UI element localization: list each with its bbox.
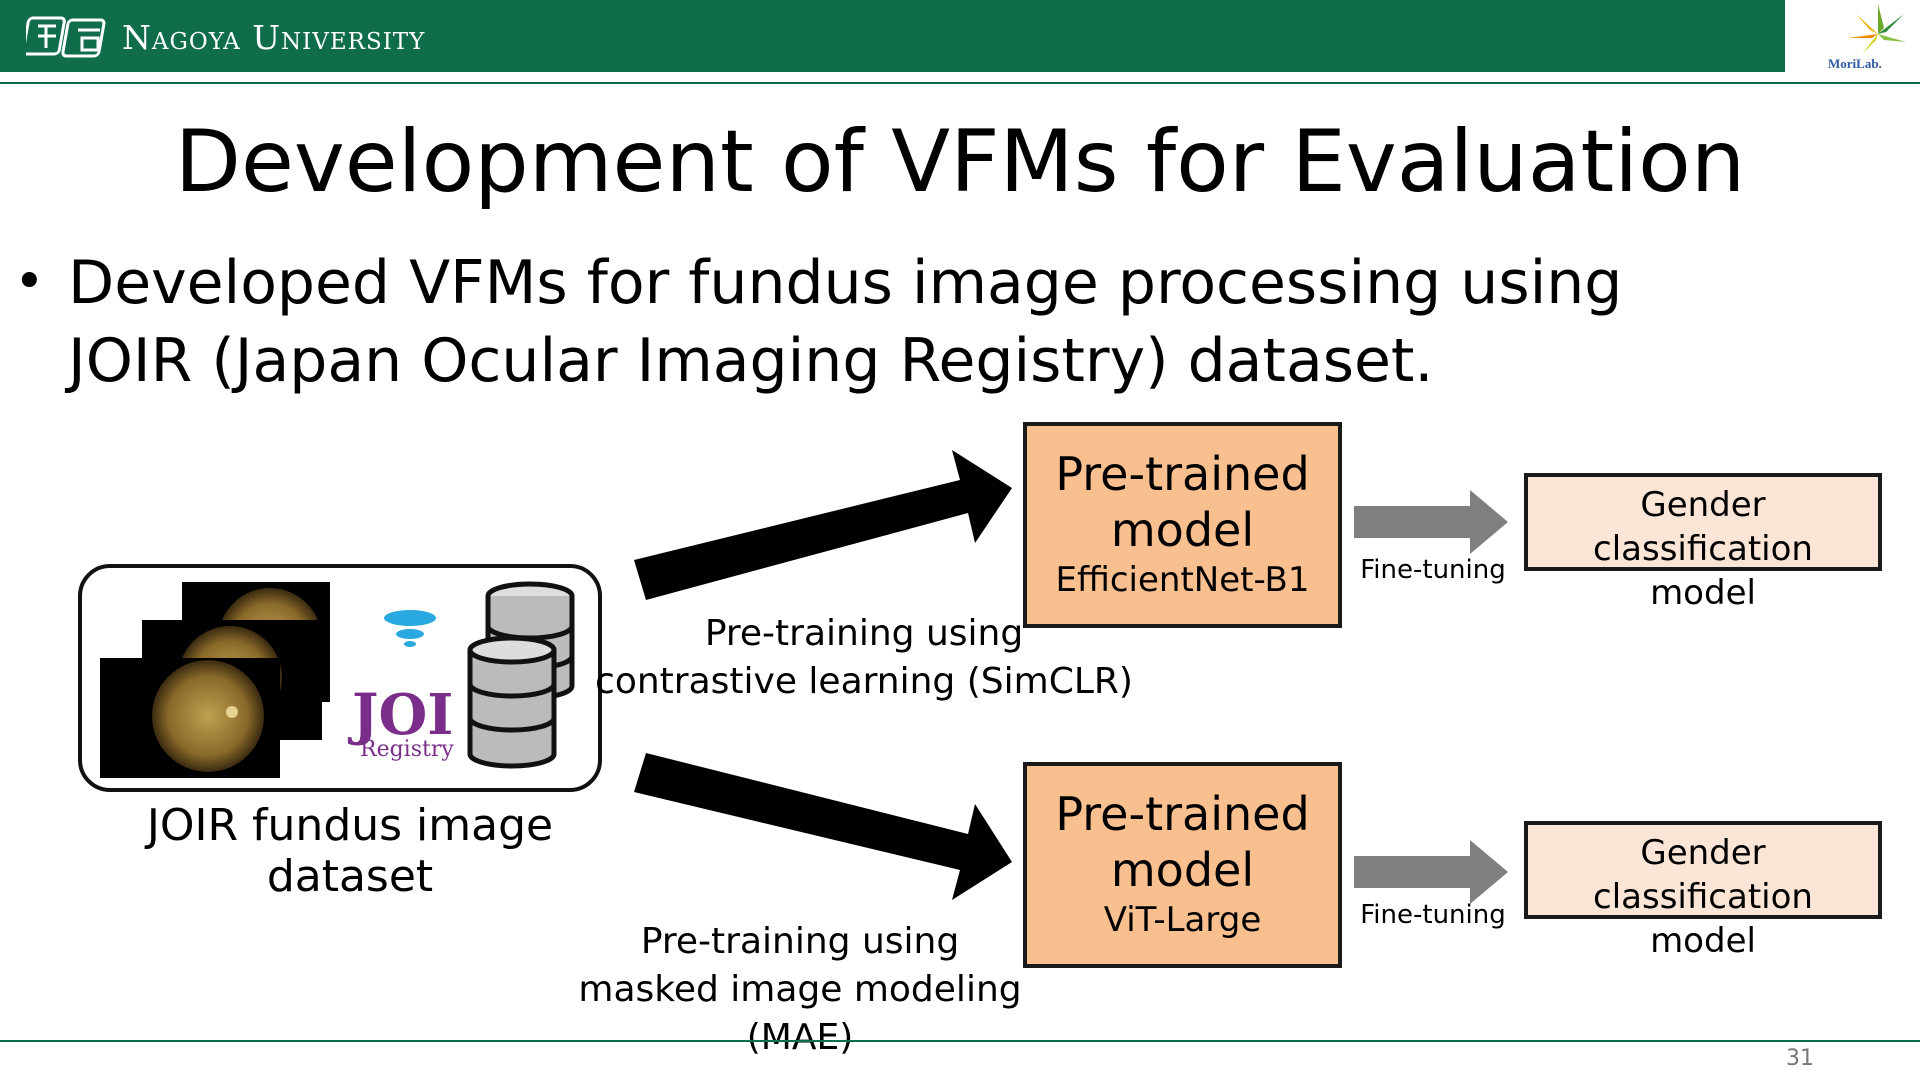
pretraining-label-top: Pre-training using contrastive learning … bbox=[594, 610, 1134, 706]
finetune-arrow-bottom bbox=[1354, 840, 1508, 904]
header-bar bbox=[0, 0, 1785, 72]
gender-model-box-top: Gender classification model bbox=[1524, 473, 1882, 613]
gender-bottom-line2: model bbox=[1650, 921, 1756, 961]
database-icon bbox=[467, 581, 575, 769]
university-logo-icon bbox=[26, 16, 106, 58]
header-divider bbox=[0, 82, 1920, 84]
lab-logo-icon: MoriLab. bbox=[1828, 4, 1906, 71]
finetune-label-bottom: Fine-tuning bbox=[1360, 900, 1506, 930]
gender-top-line2: model bbox=[1650, 573, 1756, 613]
model-top-line1: Pre-trained bbox=[1055, 447, 1310, 501]
pretraining-label-top-line2: contrastive learning (SimCLR) bbox=[595, 661, 1133, 702]
pretrained-model-box-top: Pre-trained model EfficientNet-B1 bbox=[1023, 422, 1342, 628]
gender-bottom-line1: Gender classification bbox=[1593, 833, 1813, 917]
university-name: Nagoya University bbox=[122, 18, 426, 57]
pretraining-label-bottom-line1: Pre-training using bbox=[640, 921, 960, 962]
slide-title: Development of VFMs for Evaluation bbox=[174, 112, 1746, 212]
model-bottom-line2: model bbox=[1110, 843, 1255, 897]
joi-logo-sub: Registry bbox=[360, 737, 454, 762]
gender-top-line1: Gender classification bbox=[1593, 485, 1813, 569]
joi-logo-letters: JOI bbox=[347, 682, 453, 748]
model-top-arch: EfficientNet-B1 bbox=[1055, 560, 1310, 600]
model-top-line2: model bbox=[1110, 503, 1255, 557]
pretraining-label-top-line1: Pre-training using bbox=[704, 613, 1024, 654]
arrow-to-top-model bbox=[634, 450, 1012, 600]
finetune-arrow-top bbox=[1354, 490, 1508, 554]
page-number: 31 bbox=[1786, 1046, 1814, 1071]
fundus-images-stack: JOI Registry bbox=[100, 581, 575, 778]
footer-divider bbox=[0, 1040, 1920, 1042]
model-bottom-line1: Pre-trained bbox=[1055, 787, 1310, 841]
model-bottom-arch: ViT-Large bbox=[1103, 900, 1262, 940]
pretraining-label-bottom: Pre-training using masked image modeling… bbox=[520, 918, 1080, 1062]
finetune-label-top: Fine-tuning bbox=[1360, 555, 1506, 585]
bullet-text: Developed VFMs for fundus image processi… bbox=[68, 248, 1623, 396]
dataset-label: JOIR fundus image dataset bbox=[146, 800, 554, 902]
pretraining-label-bottom-line2: masked image modeling (MAE) bbox=[578, 969, 1022, 1058]
pretrained-model-box-bottom: Pre-trained model ViT-Large bbox=[1023, 762, 1342, 968]
svg-text:MoriLab.: MoriLab. bbox=[1828, 56, 1882, 71]
arrow-to-bottom-model bbox=[634, 753, 1012, 900]
bullet-marker: • bbox=[14, 252, 45, 312]
gender-model-box-bottom: Gender classification model bbox=[1524, 821, 1882, 961]
